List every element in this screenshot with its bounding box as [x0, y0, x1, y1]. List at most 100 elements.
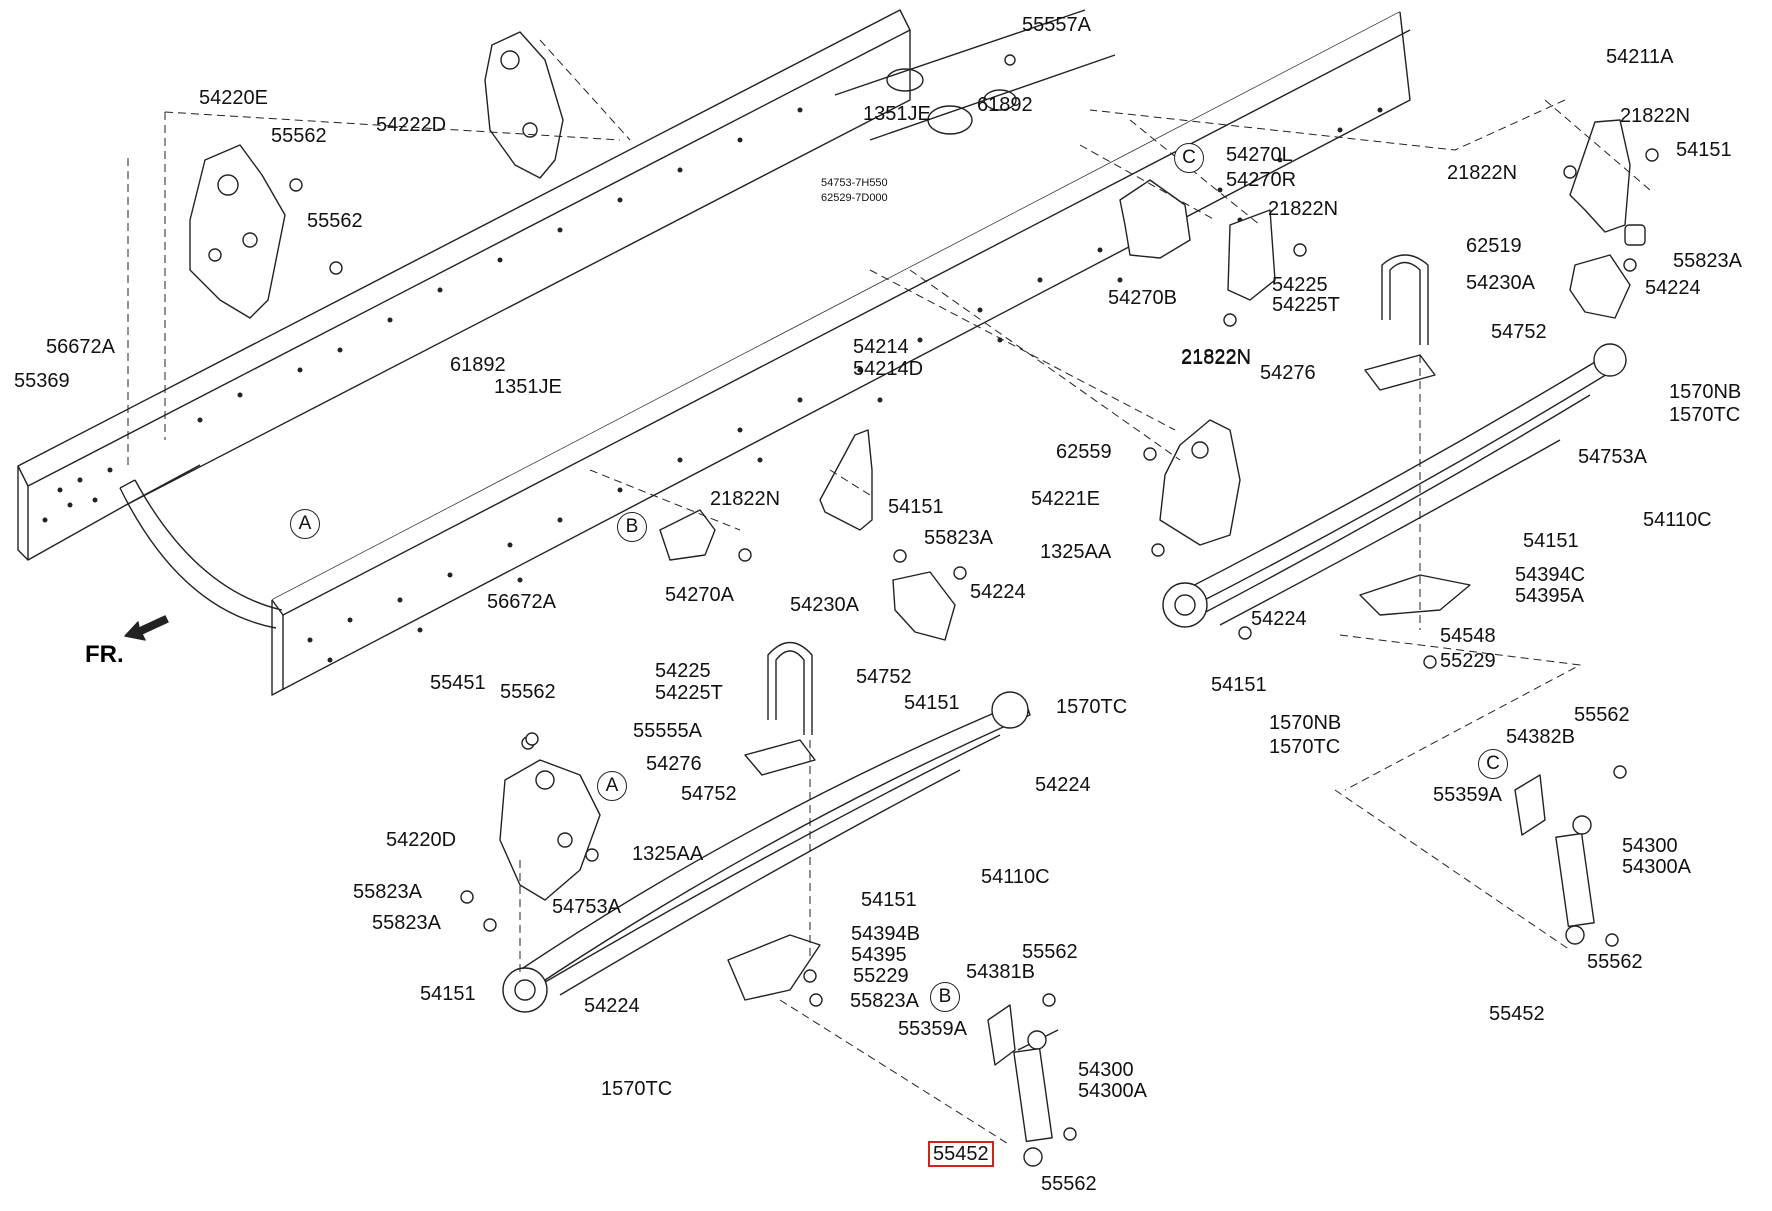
part-label[interactable]: 54394B	[851, 923, 920, 945]
highlighted-part-label[interactable]: 55452	[928, 1141, 994, 1167]
part-label[interactable]: 54220E	[199, 87, 268, 109]
part-label[interactable]: 1570NB	[1269, 712, 1342, 734]
part-label[interactable]: 21822N	[1181, 346, 1252, 368]
part-label[interactable]: 55555A	[633, 720, 702, 742]
part-label[interactable]: 55451	[430, 672, 486, 694]
part-label[interactable]: 54394C	[1515, 564, 1586, 586]
part-label[interactable]: 1570TC	[601, 1078, 673, 1100]
part-label[interactable]: 54211A	[1606, 46, 1674, 68]
part-label[interactable]: 61892	[450, 354, 506, 376]
part-label[interactable]: 54225T	[1272, 294, 1340, 316]
part-label[interactable]: 54225T	[655, 682, 723, 704]
part-label[interactable]: 54270B	[1108, 287, 1177, 309]
part-label[interactable]: 54222D	[376, 114, 447, 136]
part-label[interactable]: 54753-7H550	[821, 177, 888, 189]
part-label[interactable]: 1570NB	[1669, 381, 1742, 403]
part-label[interactable]: 54270A	[665, 584, 734, 606]
part-label[interactable]: 54752	[681, 783, 737, 805]
part-label[interactable]: 54276	[646, 753, 702, 775]
part-label[interactable]: 1570TC	[1269, 736, 1341, 758]
part-label[interactable]: 21822N	[1447, 162, 1518, 184]
part-label[interactable]: 62519	[1466, 235, 1522, 257]
part-label[interactable]: 1570TC	[1056, 696, 1128, 718]
part-label[interactable]: 55823A	[924, 527, 993, 549]
part-label[interactable]: 55562	[271, 125, 327, 147]
part-label[interactable]: 62529-7D000	[821, 192, 888, 204]
part-label[interactable]: 56672A	[46, 336, 115, 358]
part-label[interactable]: 54270R	[1226, 169, 1297, 191]
part-label[interactable]: 54276	[1260, 362, 1316, 384]
part-label[interactable]: 54753A	[1578, 446, 1647, 468]
part-label[interactable]: 54752	[1491, 321, 1547, 343]
part-label[interactable]: 54300A	[1078, 1080, 1147, 1102]
part-label[interactable]: 55229	[1440, 650, 1496, 672]
section-marker[interactable]: A	[290, 509, 320, 539]
part-label[interactable]: 55562	[1587, 951, 1643, 973]
part-label[interactable]: 54110C	[1643, 509, 1712, 531]
part-label[interactable]: 55823A	[1673, 250, 1742, 272]
section-marker[interactable]: B	[617, 512, 647, 542]
part-label[interactable]: 55359A	[1433, 784, 1502, 806]
part-label[interactable]: 54230A	[1466, 272, 1535, 294]
part-label[interactable]: 54548	[1440, 625, 1496, 647]
part-label[interactable]: 21822N	[710, 488, 781, 510]
part-label[interactable]: 54224	[584, 995, 640, 1017]
section-marker[interactable]: B	[930, 982, 960, 1012]
part-label[interactable]: 54224	[1645, 277, 1701, 299]
section-marker[interactable]: C	[1174, 143, 1204, 173]
part-label[interactable]: 54151	[1676, 139, 1732, 161]
part-label[interactable]: 54230A	[790, 594, 859, 616]
part-label[interactable]: 55562	[1574, 704, 1630, 726]
part-label[interactable]: 55823A	[372, 912, 441, 934]
part-label[interactable]: 55229	[853, 965, 909, 987]
part-label[interactable]: 54382B	[1506, 726, 1575, 748]
part-label[interactable]: 1570TC	[1669, 404, 1741, 426]
part-label[interactable]: 54300A	[1622, 856, 1691, 878]
part-label[interactable]: 54151	[1523, 530, 1579, 552]
part-label[interactable]: 54220D	[386, 829, 457, 851]
part-label[interactable]: 1351JE	[863, 103, 931, 125]
part-label[interactable]: 54224	[1035, 774, 1091, 796]
part-label[interactable]: 55823A	[850, 990, 919, 1012]
part-label[interactable]: 21822N	[1620, 105, 1691, 127]
part-label[interactable]: 1325AA	[632, 843, 704, 865]
part-label[interactable]: 54381B	[966, 961, 1035, 983]
part-label[interactable]: 54224	[1251, 608, 1307, 630]
part-label[interactable]: 55562	[1022, 941, 1078, 963]
part-label[interactable]: 1325AA	[1040, 541, 1112, 563]
part-label[interactable]: 55562	[500, 681, 556, 703]
part-label[interactable]: 54214	[853, 336, 909, 358]
part-label[interactable]: 55562	[307, 210, 363, 232]
part-label[interactable]: 55562	[1041, 1173, 1097, 1195]
section-marker[interactable]: A	[597, 771, 627, 801]
part-label[interactable]: 54225	[655, 660, 711, 682]
part-label[interactable]: 54270L	[1226, 144, 1293, 166]
part-label[interactable]: 54753A	[552, 896, 621, 918]
part-label[interactable]: 21822N	[1268, 198, 1339, 220]
part-label[interactable]: 54151	[420, 983, 476, 1005]
part-label[interactable]: 54224	[970, 581, 1026, 603]
part-label[interactable]: 56672A	[487, 591, 556, 613]
part-label[interactable]: 55359A	[898, 1018, 967, 1040]
part-label[interactable]: 21822N	[1181, 347, 1252, 369]
part-label[interactable]: 54151	[861, 889, 917, 911]
section-marker[interactable]: C	[1478, 749, 1508, 779]
part-label[interactable]: 62559	[1056, 441, 1112, 463]
part-label[interactable]: 54395A	[1515, 585, 1584, 607]
part-label[interactable]: 55452	[1489, 1003, 1545, 1025]
part-label[interactable]: 54225	[1272, 274, 1328, 296]
part-label[interactable]: 55369	[14, 370, 70, 392]
part-label[interactable]: 1351JE	[494, 376, 562, 398]
part-label[interactable]: 54395	[851, 944, 907, 966]
part-label[interactable]: 55823A	[353, 881, 422, 903]
part-label[interactable]: 54151	[904, 692, 960, 714]
part-label[interactable]: 54110C	[981, 866, 1050, 888]
part-label[interactable]: 54300	[1078, 1059, 1134, 1081]
part-label[interactable]: 54300	[1622, 835, 1678, 857]
part-label[interactable]: 54151	[888, 496, 944, 518]
part-label[interactable]: 61892	[977, 94, 1033, 116]
part-label[interactable]: 54151	[1211, 674, 1267, 696]
part-label[interactable]: 54752	[856, 666, 912, 688]
part-label[interactable]: 54214D	[853, 358, 924, 380]
part-label[interactable]: 54221E	[1031, 488, 1100, 510]
